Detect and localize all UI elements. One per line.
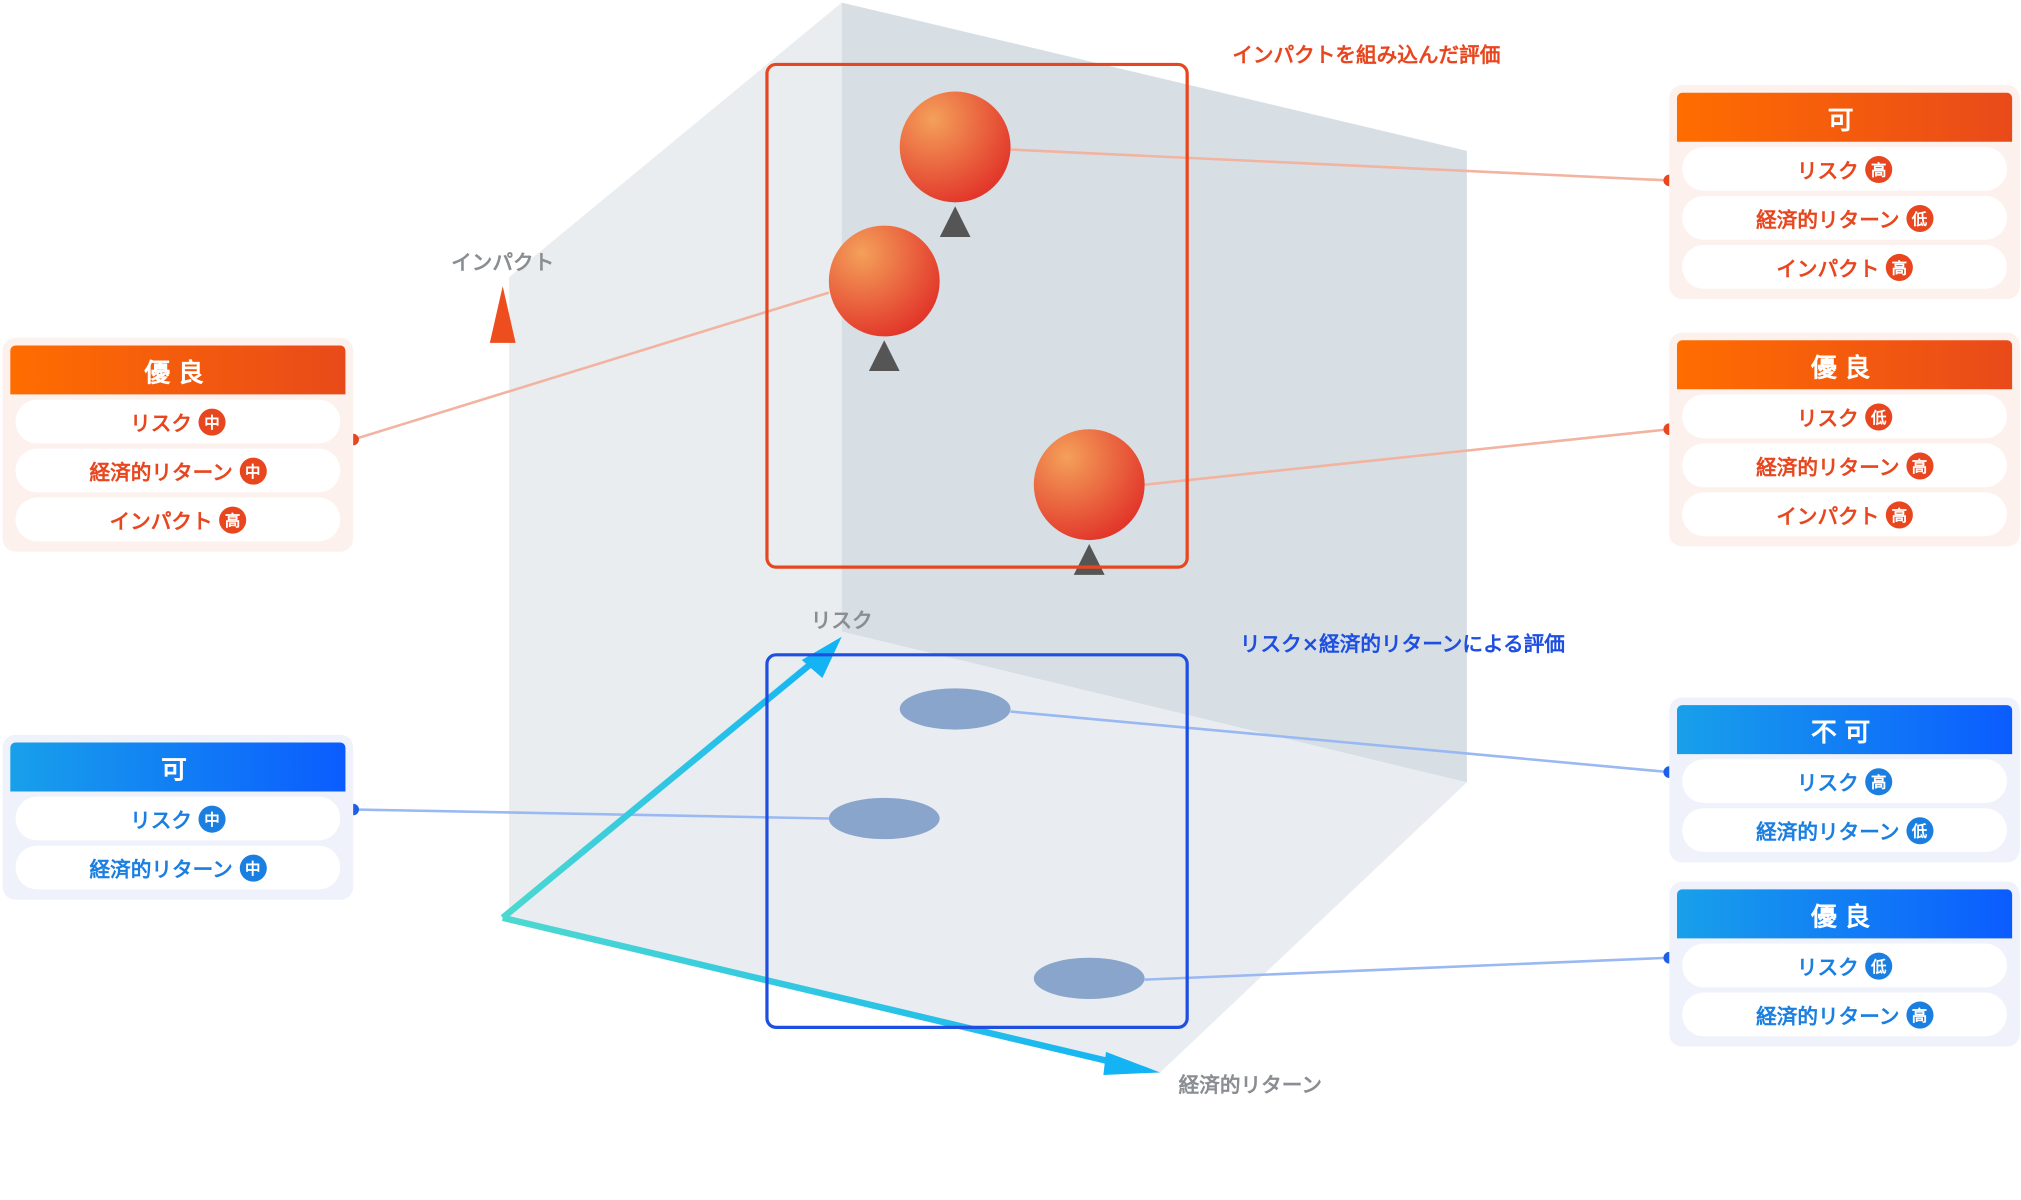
cube-left-face [509,2,842,918]
sphere [1033,429,1145,541]
card-row: 経済的リターン中 [15,845,341,890]
level-badge: 高 [1885,500,1913,528]
row-label: リスク [130,808,193,833]
row-label: インパクト [1776,503,1880,529]
risk-axis-label: リスク [810,608,873,633]
level-badge: 高 [1905,1000,1933,1028]
return-axis [501,914,1136,1071]
card-row: インパクト高 [15,497,341,542]
row-label: 経済的リターン [89,460,233,485]
impact-eval-label: インパクトを組み込んだ評価 [1232,42,1501,68]
rating-card-right-2: 優良リスク低経済的リターン高インパクト高 [1669,332,2020,547]
row-label: リスク [1796,158,1859,184]
card-row: リスク高 [1682,759,2007,804]
return-axis-arrowhead [1103,1051,1161,1076]
connector-line [1144,956,1670,981]
level-badge: 低 [1905,816,1933,844]
floor-point [1033,957,1145,999]
row-label: リスク [1796,955,1859,980]
row-label: インパクト [1776,256,1880,282]
rating-card-right-1: 可リスク高経済的リターン低インパクト高 [1669,85,2020,300]
level-badge: 中 [198,804,226,833]
risk-axis [500,649,828,921]
impact-axis-arrowhead [489,286,516,343]
row-label: インパクト [109,509,213,534]
card-row: リスク中 [15,399,341,444]
level-badge: 高 [1865,767,1893,795]
risk-axis-arrowhead [801,636,842,679]
row-label: リスク [1796,406,1859,431]
rating-card-left-top: 優良リスク中経済的リターン中インパクト高 [2,337,354,552]
level-badge: 中 [239,853,267,882]
impact-eval-box [765,62,1189,569]
card-row: 経済的リターン高 [1682,992,2007,1037]
row-label: 経済的リターン [89,857,233,882]
rating-card-left-bottom: 可リスク中経済的リターン中 [2,734,354,900]
card-row: インパクト高 [1682,244,2007,289]
connector-line [1010,148,1670,182]
connector-line [1144,427,1670,486]
sphere [828,225,940,337]
card-row: インパクト高 [1682,492,2007,537]
risk-return-eval-label: リスク×経済的リターンによる評価 [1239,631,1565,657]
card-title: 優良 [10,345,346,395]
card-row: 経済的リターン高 [1682,443,2007,488]
row-label: 経済的リターン [1756,819,1900,845]
card-title: 可 [10,742,346,792]
row-label: 経済的リターン [1756,455,1900,480]
level-badge: 高 [1885,253,1913,281]
level-badge: 高 [1905,451,1933,479]
card-row: リスク高 [1682,146,2007,191]
row-label: リスク [1796,770,1859,796]
level-badge: 中 [198,407,226,436]
level-badge: 高 [219,505,247,534]
connector-line [352,291,830,441]
row-label: 経済的リターン [1756,1004,1900,1029]
card-title: 不可 [1676,705,2013,755]
card-row: 経済的リターン低 [1682,808,2007,853]
impact-axis-label: インパクト [451,250,555,275]
risk-return-eval-box [765,653,1189,1029]
level-badge: 中 [239,456,267,485]
cube-floor [502,631,1467,1073]
level-badge: 低 [1865,951,1893,979]
level-badge: 低 [1905,204,1933,232]
row-label: リスク [130,411,193,436]
sphere [899,91,1011,203]
connector-line [353,808,829,820]
connector-line [1010,710,1670,774]
card-title: 可 [1676,92,2013,142]
row-label: 経済的リターン [1756,207,1900,233]
floor-point [899,688,1011,730]
cube-back-face [841,2,1467,783]
card-title: 優良 [1676,889,2013,939]
level-badge: 低 [1865,402,1893,430]
card-row: リスク中 [15,796,341,841]
level-badge: 高 [1865,155,1893,183]
card-row: リスク低 [1682,394,2007,439]
card-row: 経済的リターン中 [15,448,341,493]
card-row: リスク低 [1682,943,2007,988]
rating-card-right-3: 不可リスク高経済的リターン低 [1669,697,2020,863]
rating-card-right-4: 優良リスク低経済的リターン高 [1669,881,2020,1047]
floor-point [828,797,940,840]
card-row: 経済的リターン低 [1682,195,2007,240]
card-title: 優良 [1676,340,2013,390]
return-axis-label: 経済的リターン [1178,1072,1323,1097]
